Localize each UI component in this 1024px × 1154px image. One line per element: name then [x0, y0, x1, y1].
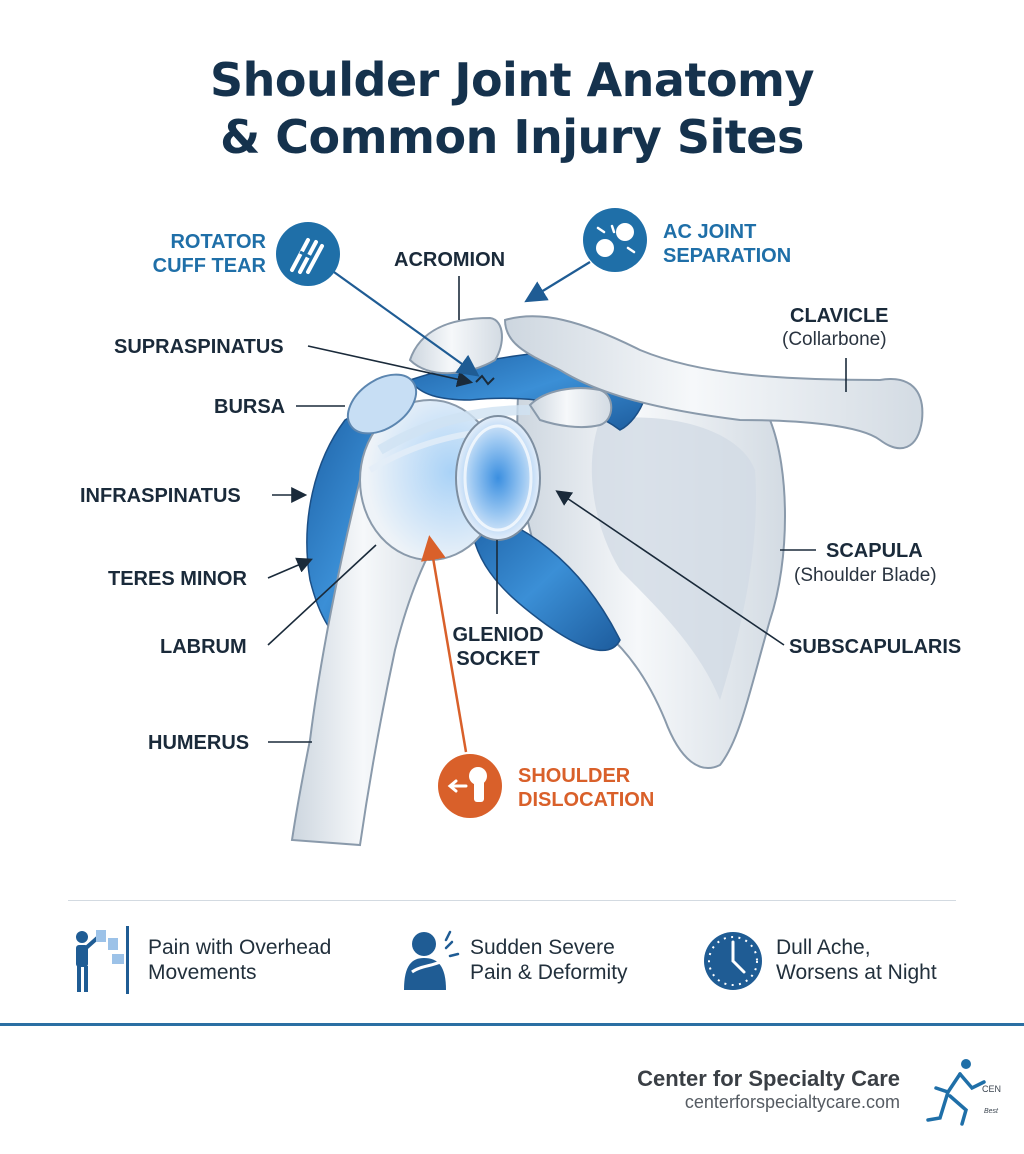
label-ac-joint-separation: AC JOINT SEPARATION: [663, 221, 792, 267]
humerus-bone: [290, 478, 452, 847]
bursa-sac: [346, 373, 418, 435]
label-clavicle-sub: (Collarbone): [782, 329, 887, 350]
label-rotator-cuff-tear: ROTATOR CUFF TEAR: [152, 231, 266, 277]
clock-icon: [704, 932, 762, 990]
brand-url: centerforspecialtycare.com: [684, 1092, 900, 1112]
label-shoulder-dislocation: SHOULDER DISLOCATION: [518, 765, 655, 811]
label-teres-minor: TERES MINOR: [108, 568, 247, 590]
label-scapula: SCAPULA: [826, 540, 923, 562]
logo-text-fragment: CEN: [982, 1084, 1002, 1094]
rotator-cuff-tear-icon: [276, 222, 340, 286]
label-gleniod-socket: GLENIOD SOCKET: [452, 624, 544, 670]
logo-tagline-fragment: Best: [984, 1108, 999, 1115]
label-subscapularis: SUBSCAPULARIS: [789, 636, 962, 658]
glenoid-socket: [455, 415, 541, 541]
arrow-rotator-cuff: [319, 261, 480, 377]
label-humerus: HUMERUS: [148, 732, 250, 754]
label-scapula-sub: (Shoulder Blade): [794, 565, 937, 586]
symptom-sudden-pain-text: Sudden Severe Pain & Deformity: [470, 936, 628, 984]
tear-mark: [475, 374, 495, 386]
symptom-overhead-text: Pain with Overhead Movements: [148, 936, 332, 984]
clavicle-bone: [503, 315, 924, 450]
symptom-dull-ache-text: Dull Ache, Worsens at Night: [776, 936, 937, 984]
overhead-reach-icon: [76, 926, 129, 994]
title-line-1: Shoulder Joint Anatomy: [210, 53, 814, 107]
brand-logo-icon: [926, 1059, 986, 1126]
label-labrum: LABRUM: [160, 636, 247, 658]
label-bursa: BURSA: [214, 396, 286, 418]
shoulder-dislocation-icon: [438, 754, 502, 818]
footer-rule: [0, 1023, 1024, 1026]
arrow-ac-joint: [524, 261, 591, 303]
label-clavicle: CLAVICLE: [790, 305, 889, 327]
arrow-dislocation: [421, 535, 468, 753]
label-infraspinatus: INFRASPINATUS: [80, 485, 241, 507]
section-divider: [68, 900, 956, 901]
coracoid-process: [528, 387, 613, 429]
brand-name: Center for Specialty Care: [637, 1066, 900, 1091]
label-supraspinatus: SUPRASPINATUS: [114, 336, 284, 358]
leader-supraspinatus: [307, 345, 474, 388]
ac-joint-separation-icon: [583, 208, 647, 272]
leader-teres-minor: [267, 557, 313, 579]
title-line-2: & Common Injury Sites: [220, 110, 804, 164]
leader-labrum: [267, 544, 377, 646]
shoulder-pain-icon: [404, 930, 460, 990]
label-acromion: ACROMION: [394, 249, 506, 271]
page-title: Shoulder Joint Anatomy & Common Injury S…: [0, 52, 1024, 166]
leader-subscapularis: [555, 490, 785, 646]
subscapularis-muscle: [469, 509, 621, 652]
